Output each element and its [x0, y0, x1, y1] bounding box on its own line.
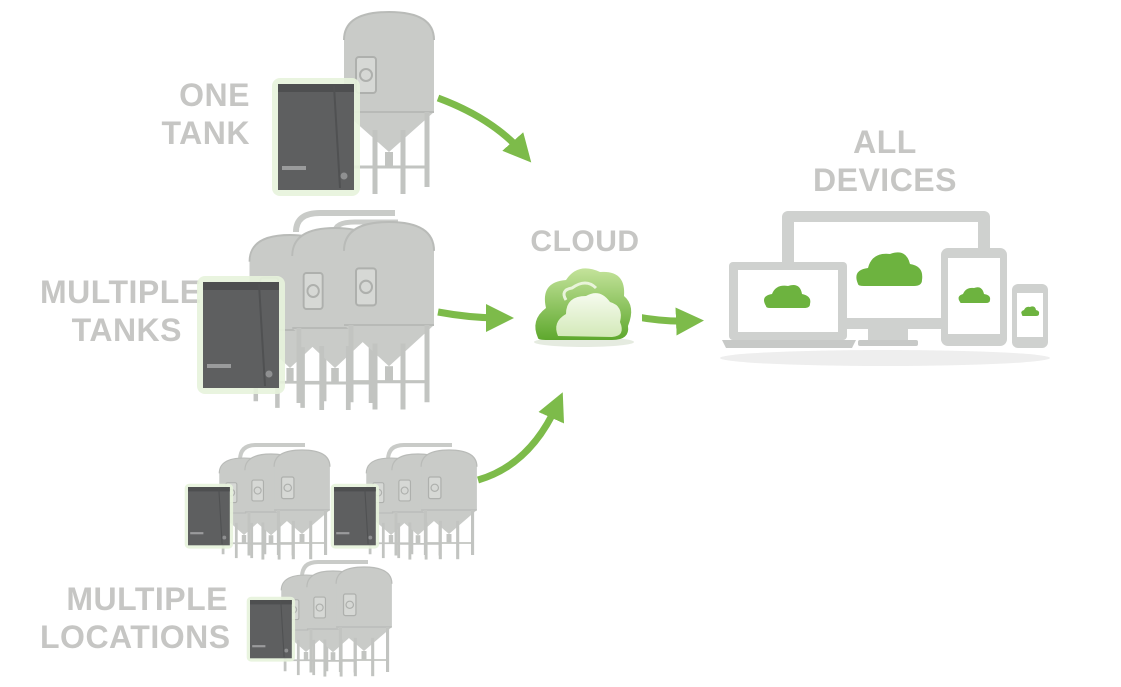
sensor-box-icon	[184, 483, 234, 550]
label-line: ALL	[853, 124, 917, 160]
label-line: MULTIPLE	[66, 581, 228, 617]
laptop-icon	[722, 262, 856, 348]
phone-icon	[1012, 284, 1048, 348]
fermentation-tank-icon	[272, 448, 332, 561]
multiple-tanks-group	[196, 210, 434, 410]
one-tank-group	[271, 12, 434, 197]
sensor-box-icon	[271, 77, 361, 197]
label-multiple-locations: MULTIPLE LOCATIONS	[40, 580, 231, 656]
sensor-box-icon	[196, 275, 286, 395]
label-line: LOCATIONS	[40, 619, 231, 655]
label-cloud: CLOUD	[520, 223, 650, 261]
tablet-icon	[941, 248, 1007, 346]
label-line: CLOUD	[530, 225, 640, 258]
fermentation-tank-icon	[344, 222, 434, 409]
label-one-tank: ONE TANK	[140, 76, 250, 152]
sensor-box-icon	[330, 483, 380, 550]
sensor-box-icon	[246, 596, 296, 663]
arrow-icon	[437, 303, 514, 332]
devices-group	[720, 211, 1050, 366]
label-line: TANK	[161, 115, 250, 151]
label-line: MULTIPLE	[40, 274, 202, 310]
fermentation-tank-icon	[419, 448, 479, 561]
cloud-icon	[527, 262, 642, 358]
label-multiple-tanks: MULTIPLE TANKS	[40, 273, 202, 349]
multiple-locations-group	[184, 443, 479, 679]
fermentation-tank-icon	[334, 565, 394, 678]
arrow-icon	[436, 94, 532, 163]
arrow-icon	[476, 392, 565, 484]
label-line: ONE	[179, 77, 250, 113]
label-line: TANKS	[71, 312, 182, 348]
label-line: DEVICES	[813, 162, 957, 198]
label-all-devices: ALL DEVICES	[800, 123, 970, 199]
